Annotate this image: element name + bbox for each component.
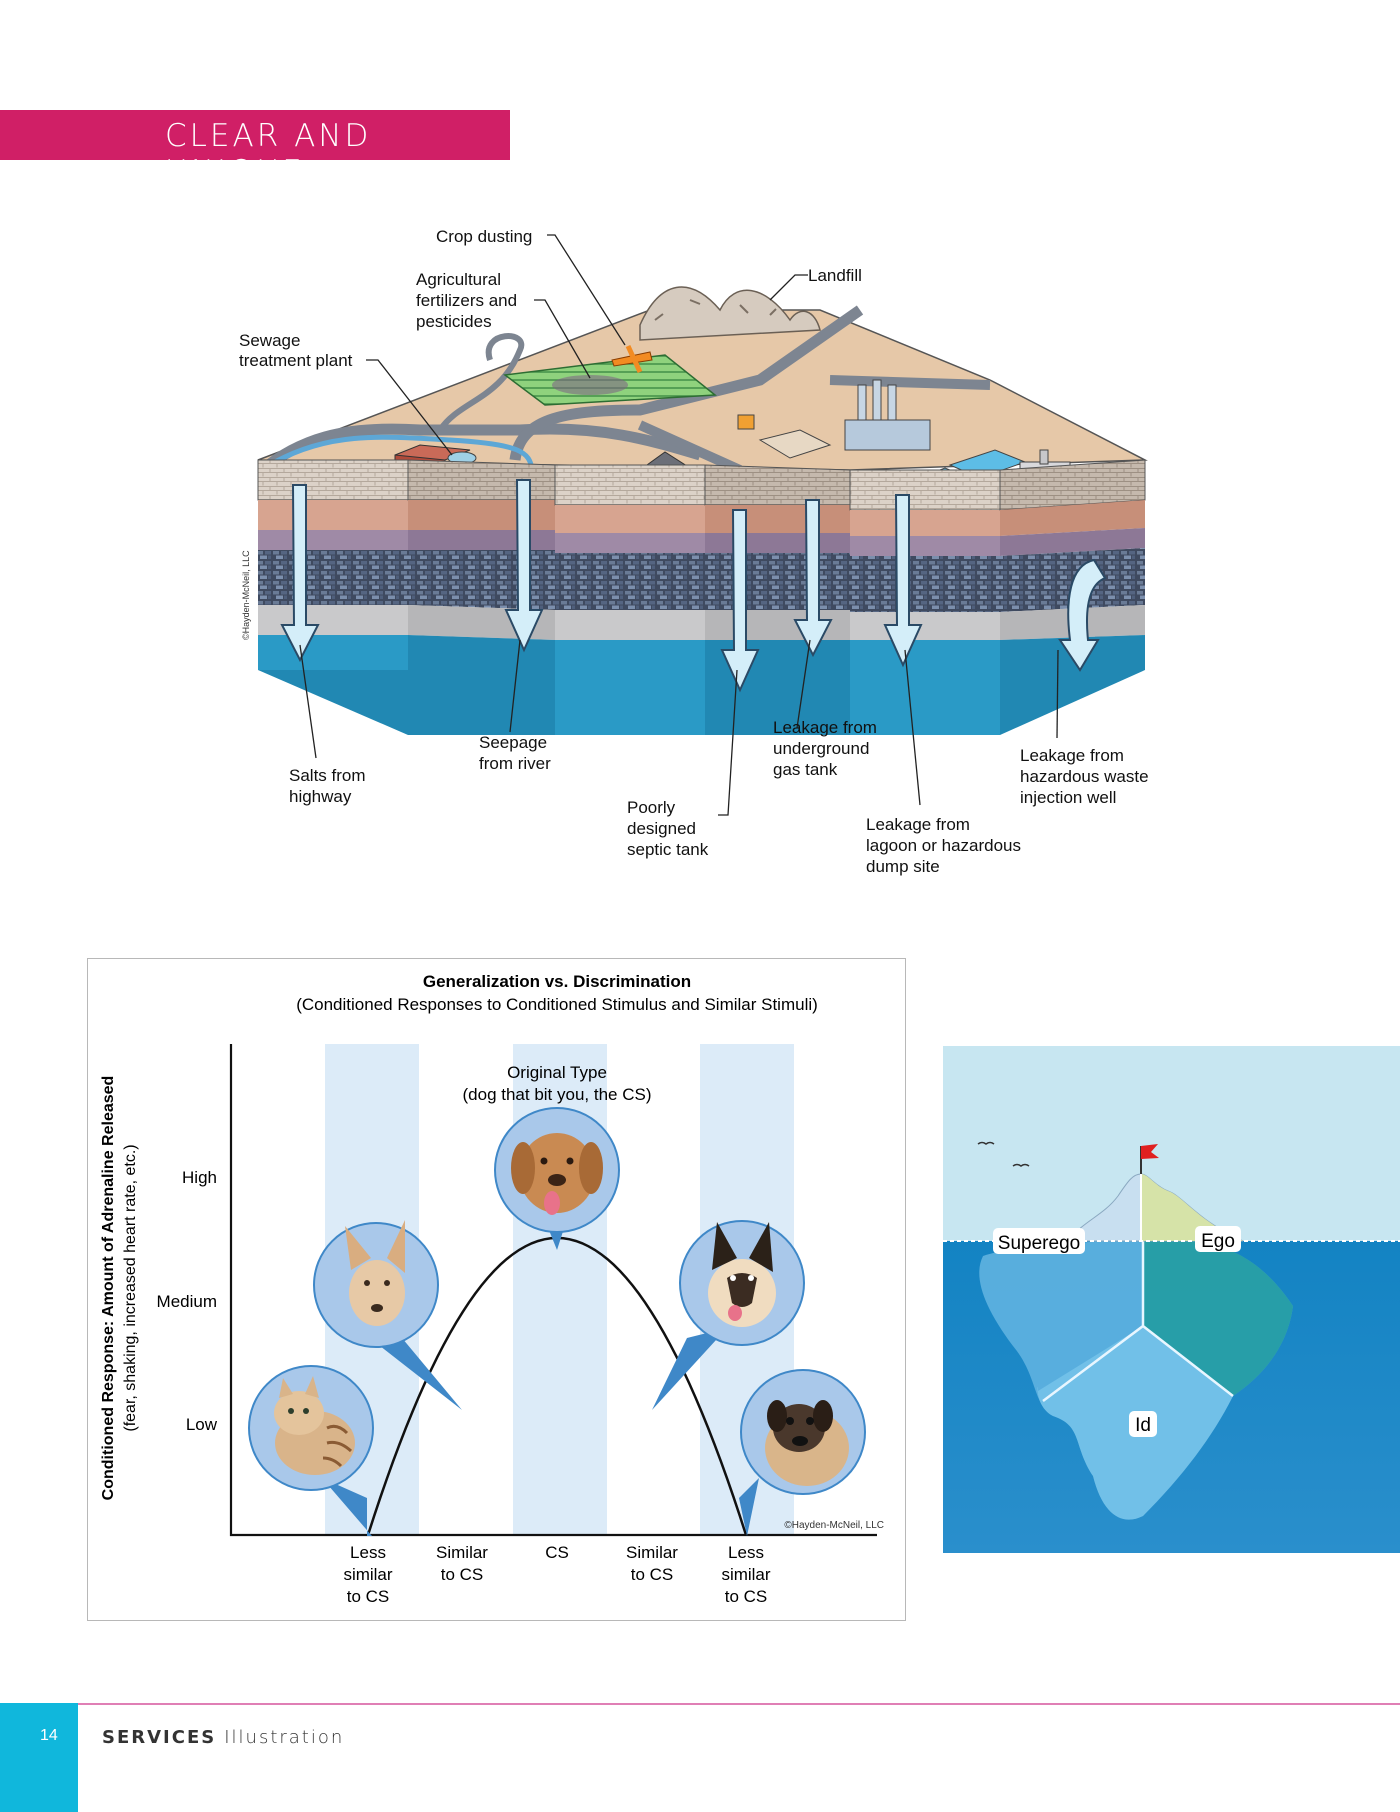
bird-icon (1012, 1163, 1030, 1167)
footer-divider (0, 1703, 1400, 1705)
xcat-5-line3: to CS (725, 1587, 768, 1606)
ytick-medium: Medium (157, 1292, 217, 1311)
label-seepage-1: Seepage (479, 733, 547, 752)
xcat-1-line1: Less (350, 1543, 386, 1562)
label-lagoon-1: Leakage from (866, 815, 970, 834)
label-ego: Ego (1201, 1231, 1235, 1252)
arrow-seepage (504, 479, 544, 653)
arrow-salts (280, 484, 320, 663)
ytick-high: High (182, 1168, 217, 1187)
footer-section: SERVICES (102, 1727, 217, 1748)
y-axis-label: Conditioned Response: Amount of Adrenali… (100, 1076, 117, 1501)
xcat-2-line1: Similar (436, 1543, 488, 1562)
ego-peak (1141, 1174, 1243, 1241)
xcat-4-line2: to CS (631, 1565, 674, 1584)
label-sewage-2: treatment plant (239, 351, 353, 370)
section-banner: CLEAR AND UNIQUE (0, 110, 510, 190)
dog-medallion-similar-right (652, 1220, 805, 1410)
label-sewage-1: Sewage (239, 331, 300, 350)
label-agricultural-1: Agricultural (416, 270, 501, 289)
iceberg-illustration: Superego Ego Id (943, 1046, 1400, 1553)
cat-medallion (248, 1365, 374, 1536)
label-well-2: hazardous waste (1020, 767, 1149, 786)
label-salts-1: Salts from (289, 766, 366, 785)
y-axis-sublabel: (fear, shaking, increased heart rate, et… (122, 1144, 139, 1431)
page-number: 14 (40, 1727, 58, 1744)
annotation-original-type-note: (dog that bit you, the CS) (463, 1085, 652, 1104)
pug-medallion (739, 1369, 866, 1536)
label-agricultural-3: pesticides (416, 312, 492, 331)
groundwater-copyright: ©Hayden-McNeil, LLC (241, 550, 251, 640)
soil-layers (257, 459, 1146, 735)
label-gastank-1: Leakage from (773, 718, 877, 737)
annotation-original-type: Original Type (507, 1063, 607, 1082)
label-superego: Superego (998, 1233, 1080, 1254)
groundwater-contamination-illustration: Crop dusting Agricultural fertilizers an… (239, 227, 1149, 876)
banner-title: CLEAR AND UNIQUE (165, 118, 372, 190)
bird-icon (977, 1141, 995, 1145)
arrow-gastank (793, 499, 833, 658)
flag (1141, 1144, 1159, 1159)
label-landfill: Landfill (808, 266, 862, 285)
xcat-1-line3: to CS (347, 1587, 390, 1606)
ytick-low: Low (186, 1415, 218, 1434)
chart-copyright: ©Hayden-McNeil, LLC (784, 1520, 884, 1531)
dog-medallion-cs (494, 1107, 620, 1250)
xcat-1-line2: similar (343, 1565, 392, 1584)
label-well-1: Leakage from (1020, 746, 1124, 765)
label-seepage-2: from river (479, 754, 551, 773)
chart-axes (229, 1044, 877, 1537)
xcat-3-line1: CS (545, 1543, 569, 1562)
label-septic-1: Poorly (627, 798, 676, 817)
label-gastank-2: underground (773, 739, 869, 758)
label-id: Id (1135, 1415, 1151, 1436)
label-septic-2: designed (627, 819, 696, 838)
page-number-tab: 14 (0, 1703, 78, 1812)
zone-dividers (1042, 1241, 1234, 1402)
ego-zone (1143, 1241, 1293, 1396)
xcat-5-line1: Less (728, 1543, 764, 1562)
generalization-chart: Generalization vs. Discrimination (Condi… (87, 958, 906, 1621)
label-lagoon-3: dump site (866, 857, 940, 876)
label-crop-dusting: Crop dusting (436, 227, 532, 246)
label-well-3: injection well (1020, 788, 1116, 807)
footer-subsection: Illustration (224, 1727, 345, 1748)
label-septic-3: septic tank (627, 840, 709, 859)
dog-medallion-similar-left (313, 1220, 462, 1410)
seepage-arrows (280, 479, 1107, 693)
xcat-4-line1: Similar (626, 1543, 678, 1562)
chart-subtitle: (Conditioned Responses to Conditioned St… (296, 995, 818, 1014)
label-lagoon-2: lagoon or hazardous (866, 836, 1021, 855)
chart-title: Generalization vs. Discrimination (423, 972, 691, 991)
footer-section-label: SERVICES Illustration (102, 1727, 344, 1748)
label-salts-2: highway (289, 787, 352, 806)
arrow-injection-well (1058, 558, 1107, 672)
arrow-septic (720, 509, 760, 693)
label-agricultural-2: fertilizers and (416, 291, 517, 310)
xcat-2-line2: to CS (441, 1565, 484, 1584)
xcat-5-line2: similar (721, 1565, 770, 1584)
label-gastank-3: gas tank (773, 760, 838, 779)
arrow-lagoon (883, 494, 923, 668)
